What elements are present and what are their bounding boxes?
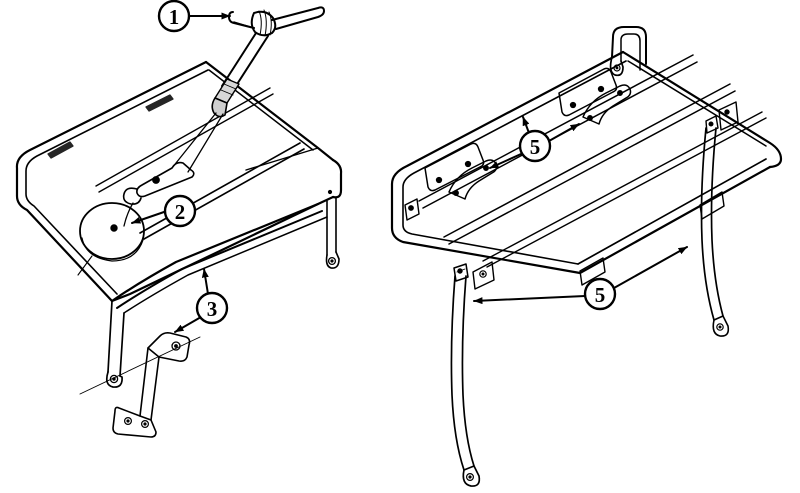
rear-rack-frame <box>390 50 783 275</box>
callout-3-number: 3 <box>207 297 218 321</box>
front-rack-left-leg <box>105 300 125 388</box>
rear-rack-corner-tabs <box>404 101 739 290</box>
callout-3[interactable] <box>174 268 229 333</box>
callout-5-lower[interactable] <box>473 246 688 311</box>
callout-2[interactable] <box>131 194 197 228</box>
pulley-disc-part-2 <box>77 202 145 276</box>
strap-clamp-lower-part-5 <box>448 159 498 200</box>
rear-rack-detached-leg <box>450 263 481 487</box>
callout-1-number: 1 <box>169 5 180 29</box>
callout-5-upper[interactable] <box>489 116 580 169</box>
callout-5-lower-number: 5 <box>595 283 606 307</box>
crank-handle-part-1 <box>211 6 325 118</box>
callout-1[interactable] <box>157 0 231 33</box>
front-rack-right-leg <box>325 189 340 269</box>
rear-rack-right-leg <box>700 115 730 337</box>
front-rack-rail-slots <box>47 94 174 159</box>
strap-clamp-upper-part-5 <box>582 84 632 125</box>
mounting-plate-lower-part-5 <box>424 142 485 192</box>
mounting-bracket-part-3 <box>79 332 201 438</box>
rear-rack-hoop <box>609 26 647 77</box>
mounting-plate-upper-part-5 <box>558 67 618 117</box>
callout-2-number: 2 <box>175 200 186 224</box>
rear-rack-assembly <box>390 26 783 487</box>
front-rack-frame <box>15 60 343 314</box>
front-rack-deck-rails <box>95 87 319 240</box>
callout-layer <box>131 0 688 333</box>
callout-5-upper-number: 5 <box>530 135 541 159</box>
linkage-arm <box>122 112 224 227</box>
